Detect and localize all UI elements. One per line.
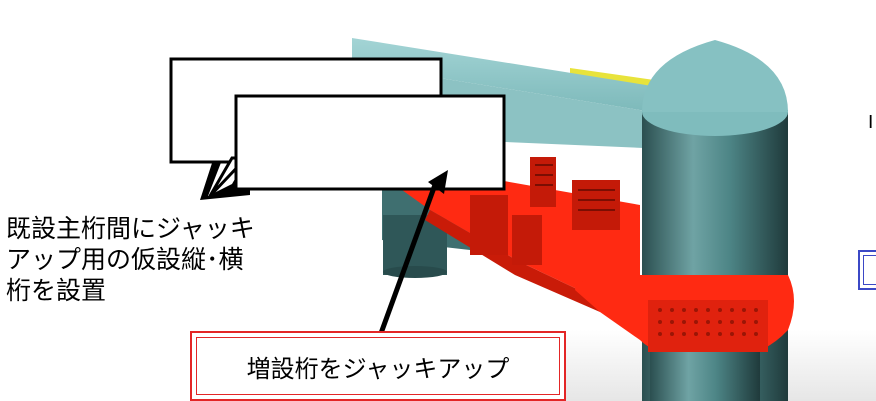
perforation-dots <box>658 308 758 336</box>
pier-ring-perforated-plate <box>648 300 768 352</box>
left-pier-base <box>383 266 447 278</box>
callout-bubbles <box>169 57 506 200</box>
jackup-note-text: 増設桁をジャッキアップ <box>196 337 560 395</box>
right-pier-top-curve <box>642 40 788 112</box>
jackup-note-box: 増設桁をジャッキアップ <box>190 331 566 401</box>
cropped-text-fragment: I <box>868 112 874 133</box>
cross-beam-slats <box>535 164 615 211</box>
right-pier-lower <box>650 352 760 401</box>
pointer-arrow-head <box>428 170 448 194</box>
temporary-beam-note: 既設主桁間にジャッキ アップ用の仮設縦･横 桁を設置 <box>6 214 255 305</box>
cropped-blue-frame <box>858 250 876 290</box>
pointer-arrow-line <box>377 181 439 337</box>
cross-beams <box>470 157 620 265</box>
callout-bubble-front <box>234 94 506 191</box>
